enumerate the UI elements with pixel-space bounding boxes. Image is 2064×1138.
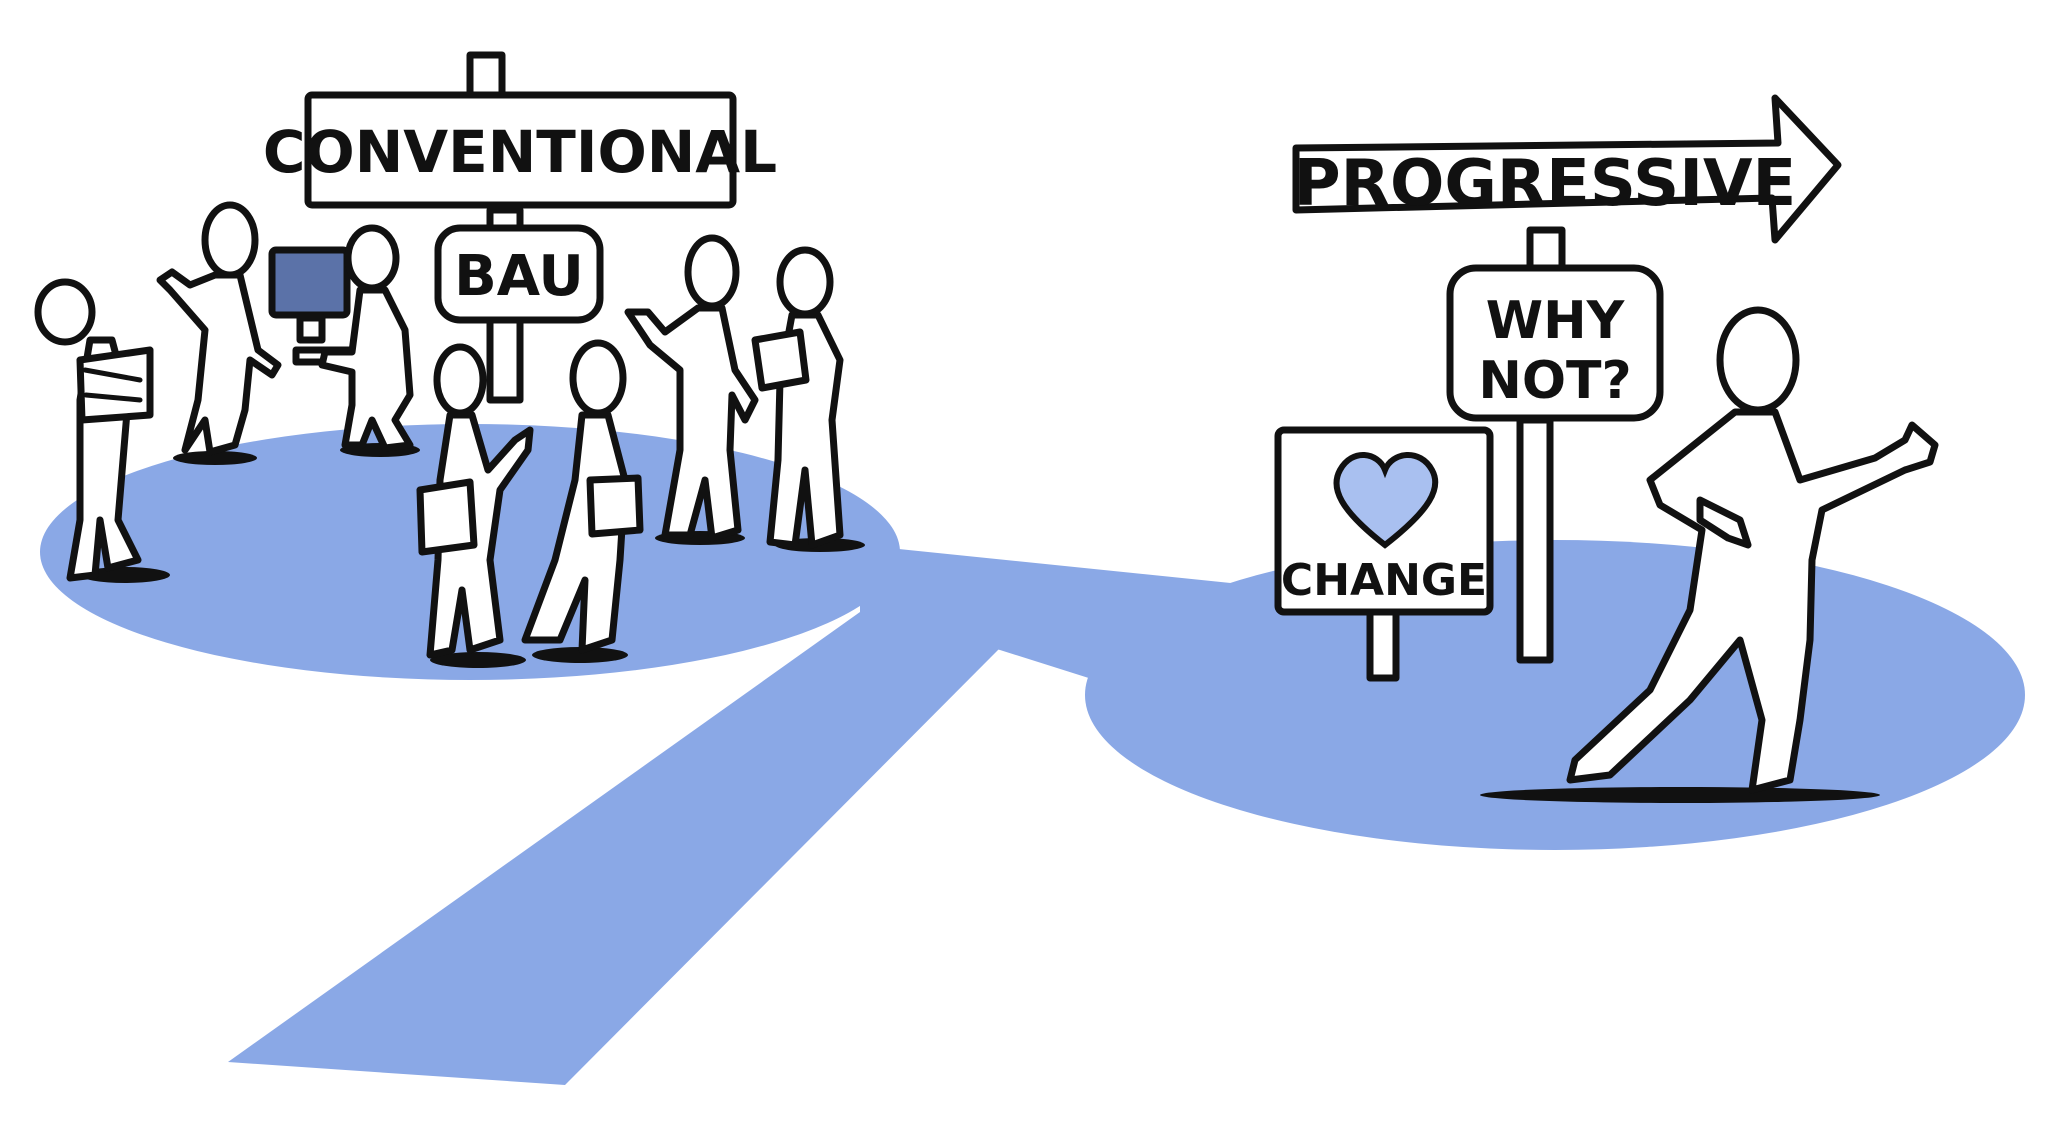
person-3 bbox=[318, 224, 420, 457]
diagonal-path bbox=[228, 612, 1000, 1085]
why-not-line-2: NOT? bbox=[1478, 351, 1631, 411]
change-sign: CHANGE bbox=[1274, 426, 1494, 682]
person-2 bbox=[156, 201, 282, 465]
connecting-path bbox=[860, 545, 1250, 680]
progressive-sign-label: PROGRESSIVE bbox=[1294, 147, 1797, 221]
bau-sign-label: BAU bbox=[454, 244, 584, 309]
progressive-signpost: PROGRESSIVE bbox=[1292, 94, 1842, 664]
heart-icon bbox=[1333, 452, 1439, 549]
person-1 bbox=[34, 278, 170, 583]
person-4 bbox=[416, 343, 534, 668]
conventional-sign-label: CONVENTIONAL bbox=[263, 118, 777, 186]
person-5 bbox=[521, 339, 644, 663]
conventional-crowd bbox=[34, 201, 865, 668]
change-sign-label: CHANGE bbox=[1281, 555, 1487, 606]
computer bbox=[268, 246, 355, 366]
why-not-sign: WHY NOT? bbox=[1446, 264, 1664, 422]
why-not-line-1: WHY bbox=[1486, 291, 1626, 351]
monitor-screen bbox=[268, 246, 351, 319]
bau-sign: BAU bbox=[434, 224, 604, 324]
person-6 bbox=[624, 234, 759, 545]
progressive-person bbox=[1480, 306, 1939, 803]
person-7 bbox=[751, 246, 865, 552]
